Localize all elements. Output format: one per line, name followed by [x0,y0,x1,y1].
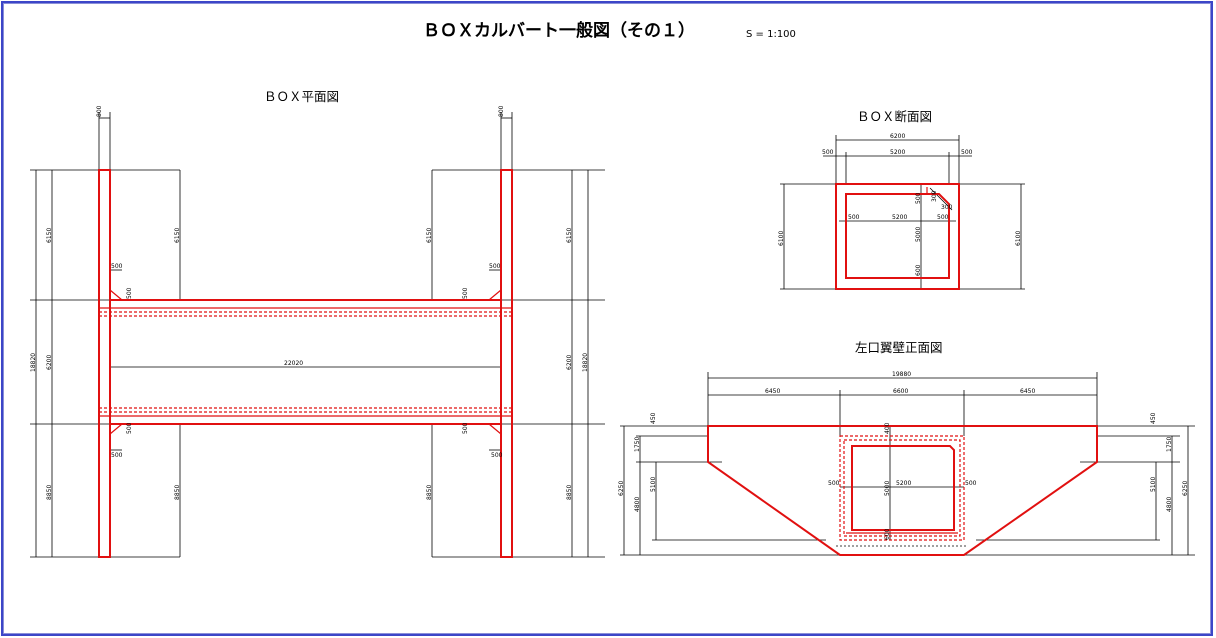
plan-dim-length: 22020 [284,360,303,367]
wing-dim-top-l: 450 [650,412,657,424]
plan-dim-haunch-b: 500 [126,287,133,299]
plan-dim-bot-inner-right: 8850 [426,485,433,500]
wing-dim-box-bot: 600 [884,528,891,540]
plan-dim-haunch-a: 500 [111,263,123,270]
wing-dim-h-total-r: 6250 [1182,481,1189,496]
drawing-scale: S = 1:100 [746,29,796,40]
wing-dim-h-total-l: 6250 [618,481,625,496]
plan-dim-total-left: 18820 [30,353,37,372]
wing-heading: 左口翼壁正面図 [855,340,943,355]
wing-dim-coping-l: 1750 [634,437,641,452]
plan-dim-box-right: 6200 [566,355,573,370]
wing-wall-view: 左口翼壁正面図 19880 6450 6600 [618,340,1195,556]
section-dim-inner-l: 500 [848,214,860,221]
wing-dim-top-r: 450 [1150,412,1157,424]
section-dim-inner-r: 500 [937,214,949,221]
wing-dim-h-body-r: 4800 [1166,497,1173,512]
wing-dim-right-seg: 6450 [1020,388,1035,395]
plan-dim-top-inner-left: 6150 [174,228,181,243]
wing-dim-box-top: 400 [884,422,891,434]
plan-dim-bot-outer-right: 8850 [566,485,573,500]
plan-view: ＢＯＸ平面図 [30,89,605,558]
wing-dim-box-h: 5000 [884,481,891,496]
section-dim-height-r: 6100 [1015,231,1022,246]
plan-dim-haunch-h: 500 [462,422,469,434]
plan-dim-total-right: 18820 [582,353,589,372]
section-dim-bottom-slab: 600 [915,264,922,276]
wing-dim-box-wall-l: 500 [828,480,840,487]
plan-dim-top-outer-left: 6150 [46,228,53,243]
wing-dim-box-inner: 5200 [896,480,911,487]
plan-dim-wall-left: 800 [96,105,103,117]
plan-dim-bot-inner-left: 8850 [174,485,181,500]
plan-dim-top-outer-right: 6150 [566,228,573,243]
section-dim-height-l: 6100 [778,231,785,246]
wing-dim-h-l: 5100 [650,477,657,492]
wing-dim-left-seg: 6450 [765,388,780,395]
drawing-frame-inner [3,3,1211,634]
wing-dim-h-body-l: 4800 [634,497,641,512]
section-dim-inner-w: 5200 [890,149,905,156]
wing-dim-mid-seg: 6600 [893,388,908,395]
plan-dim-bot-outer-left: 8850 [46,485,53,500]
plan-dim-haunch-e: 500 [111,452,123,459]
section-dim-haunch-top: 300 [931,190,938,202]
plan-dim-haunch-c: 500 [489,263,501,270]
section-dim-wall-l: 500 [822,149,834,156]
box-section-view: ＢＯＸ断面図 6200 500 5200 500 500 300 300 500… [778,109,1025,290]
drawing-title: ＢＯＸカルバート一般図（その１） [423,20,695,41]
plan-dim-haunch-f: 500 [126,422,133,434]
wing-dim-box-wall-r: 500 [965,480,977,487]
plan-heading: ＢＯＸ平面図 [264,89,339,104]
section-heading: ＢＯＸ断面図 [857,109,932,124]
section-dim-wall-r: 500 [961,149,973,156]
section-dim-inner-mid: 5200 [892,214,907,221]
plan-dim-haunch-g: 500 [491,452,503,459]
section-dim-haunch-side: 300 [941,204,953,211]
wing-dim-coping-r: 1750 [1166,437,1173,452]
wing-dim-overall: 19880 [892,371,911,378]
section-dim-top-slab: 500 [915,192,922,204]
plan-dim-box-left: 6200 [46,355,53,370]
section-dim-overall: 6200 [890,133,905,140]
wing-dim-h-r: 5100 [1150,477,1157,492]
plan-dim-haunch-d: 500 [462,287,469,299]
plan-dim-wall-right: 800 [498,105,505,117]
plan-dim-top-inner-right: 6150 [426,228,433,243]
section-dim-inner-h: 5000 [915,227,922,242]
